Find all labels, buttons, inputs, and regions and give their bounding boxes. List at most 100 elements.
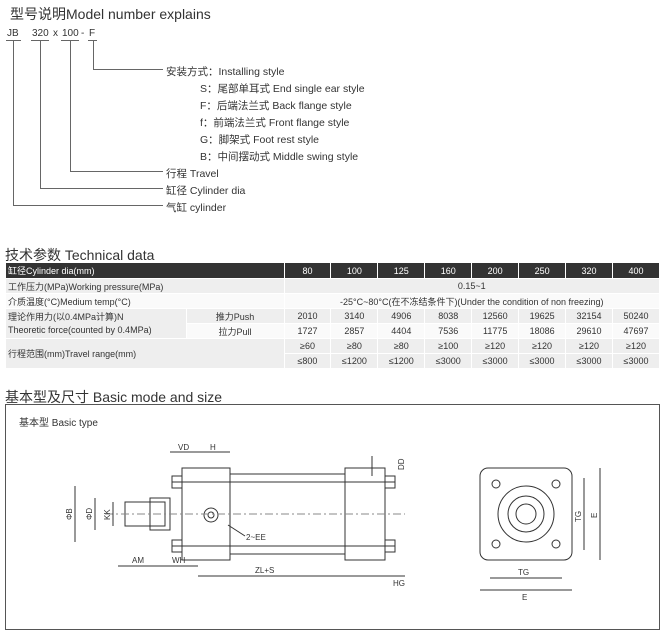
- pull-cell: 4404: [377, 323, 426, 339]
- dim-e-h: E: [522, 593, 527, 602]
- code-p3: 100: [62, 28, 79, 39]
- item-installing: 安装方式：Installing style: [166, 66, 285, 78]
- dim-zl: ZL+S: [255, 566, 274, 575]
- end-view-rod-inner: [515, 503, 537, 525]
- dim-wh: WH: [172, 556, 186, 565]
- dia-cell: 160: [424, 263, 473, 279]
- temp-value: -25°C~80°C(在不冻结条件下)(Under the condition …: [284, 293, 661, 309]
- pull-cell: 11775: [471, 323, 520, 339]
- nut: [171, 475, 183, 489]
- travel-max-cell: ≤3000: [565, 353, 613, 369]
- end-view-plate: [479, 467, 573, 561]
- dia-cell: 125: [377, 263, 426, 279]
- end-view-bolt: [491, 479, 501, 489]
- table-row: 理论作用力(以0.4MPa计算)N Theoretic force(counte…: [6, 308, 661, 339]
- end-view-rod: [507, 495, 545, 533]
- push-cell: 3140: [330, 308, 379, 324]
- code-underline-4: [88, 40, 97, 41]
- dia-cell: 320: [565, 263, 613, 279]
- travel-min-cell: ≥120: [471, 338, 520, 354]
- dim-e-v: E: [590, 513, 599, 518]
- dim-h: H: [210, 443, 216, 452]
- dia-cell: 250: [518, 263, 567, 279]
- nut: [384, 539, 396, 553]
- bracket-v3: [70, 40, 71, 171]
- travel-max-cell: ≤3000: [424, 353, 473, 369]
- dia-cell: 400: [612, 263, 661, 279]
- nut: [384, 475, 396, 489]
- table-row: 介质温度(°C)Medium temp(°C) -25°C~80°C(在不冻结条…: [6, 293, 661, 309]
- dia-cell: 80: [284, 263, 332, 279]
- model-title: 型号说明Model number explains: [10, 6, 211, 22]
- pressure-label: 工作压力(MPa)Working pressure(MPa): [6, 278, 285, 294]
- end-view-bore: [497, 485, 555, 543]
- bracket-v2: [40, 40, 41, 188]
- code-p4: F: [89, 28, 96, 39]
- push-cell: 32154: [565, 308, 613, 324]
- code-p2: 320: [32, 28, 49, 39]
- tech-title: 技术参数 Technical data: [5, 247, 155, 263]
- travel-max-cell: ≤3000: [612, 353, 661, 369]
- push-cell: 19625: [518, 308, 567, 324]
- pressure-value: 0.15~1: [284, 278, 661, 294]
- basic-title: 基本型及尺寸 Basic mode and size: [5, 389, 223, 405]
- dim-d: ΦD: [85, 508, 94, 520]
- table-row: ≤800 ≤1200 ≤1200 ≤3000 ≤3000 ≤3000 ≤3000…: [6, 353, 661, 369]
- force-label-en: Theoretic force(counted by 0.4MPa): [8, 324, 152, 335]
- table-row: 拉力Pull 1727 2857 4404 7536 11775 18086 2…: [6, 323, 661, 339]
- travel-min-cell: ≥80: [377, 338, 426, 354]
- dim-kk: KK: [103, 509, 112, 520]
- pull-cell: 2857: [330, 323, 379, 339]
- dia-cell: 200: [471, 263, 520, 279]
- item-cylinder: 气缸 cylinder: [166, 202, 227, 214]
- travel-max-cell: ≤1200: [330, 353, 379, 369]
- pull-cell: 47697: [612, 323, 661, 339]
- table-row: 工作压力(MPa)Working pressure(MPa) 0.15~1: [6, 278, 661, 294]
- dia-cell: 100: [330, 263, 379, 279]
- pull-label: 拉力Pull: [186, 323, 285, 339]
- travel-max-cell: ≤1200: [377, 353, 426, 369]
- dim-tg-v: TG: [574, 511, 583, 522]
- nut: [171, 539, 183, 553]
- bracket-v1: [13, 40, 14, 205]
- travel-label: 行程范围(mm)Travel range(mm): [6, 338, 285, 369]
- bracket-h2: [40, 188, 163, 189]
- push-cell: 2010: [284, 308, 332, 324]
- header-dia-label: 缸径Cylinder dia(mm): [6, 263, 285, 279]
- dim-tg-h: TG: [518, 568, 529, 577]
- dim-hg: HG: [393, 579, 405, 588]
- travel-min-cell: ≥60: [284, 338, 332, 354]
- tech-table: 缸径Cylinder dia(mm) 80 100 125 160 200 25…: [6, 263, 661, 369]
- dim-dd: DD: [397, 458, 406, 470]
- pull-cell: 1727: [284, 323, 332, 339]
- dim-am: AM: [132, 556, 144, 565]
- code-dash: -: [81, 28, 85, 39]
- item-g: G：脚架式 Foot rest style: [200, 134, 320, 146]
- item-b: B：中间摆动式 Middle swing style: [200, 151, 359, 163]
- end-view-bolt: [491, 539, 501, 549]
- travel-min-cell: ≥80: [330, 338, 379, 354]
- dim-ee: 2~EE: [246, 533, 266, 542]
- push-label: 推力Push: [186, 308, 285, 324]
- bracket-h1: [13, 205, 163, 206]
- travel-min-cell: ≥120: [518, 338, 567, 354]
- bracket-h4: [93, 69, 163, 70]
- port: [207, 511, 215, 519]
- pull-cell: 18086: [518, 323, 567, 339]
- end-view-bolt: [551, 479, 561, 489]
- code-p1: JB: [7, 28, 19, 39]
- push-cell: 8038: [424, 308, 473, 324]
- item-f: f：前端法兰式 Front flange style: [200, 117, 350, 129]
- travel-max-cell: ≤800: [284, 353, 332, 369]
- table-header-row: 缸径Cylinder dia(mm) 80 100 125 160 200 25…: [6, 263, 661, 279]
- temp-label: 介质温度(°C)Medium temp(°C): [6, 293, 285, 309]
- push-cell: 50240: [612, 308, 661, 324]
- pull-cell: 29610: [565, 323, 613, 339]
- code-x: x: [53, 28, 58, 39]
- travel-min-cell: ≥120: [612, 338, 661, 354]
- end-view-bolt: [551, 539, 561, 549]
- push-cell: 12560: [471, 308, 520, 324]
- force-label-cn: 理论作用力(以0.4MPa计算)N: [8, 311, 124, 322]
- bracket-h3: [70, 171, 163, 172]
- travel-min-cell: ≥100: [424, 338, 473, 354]
